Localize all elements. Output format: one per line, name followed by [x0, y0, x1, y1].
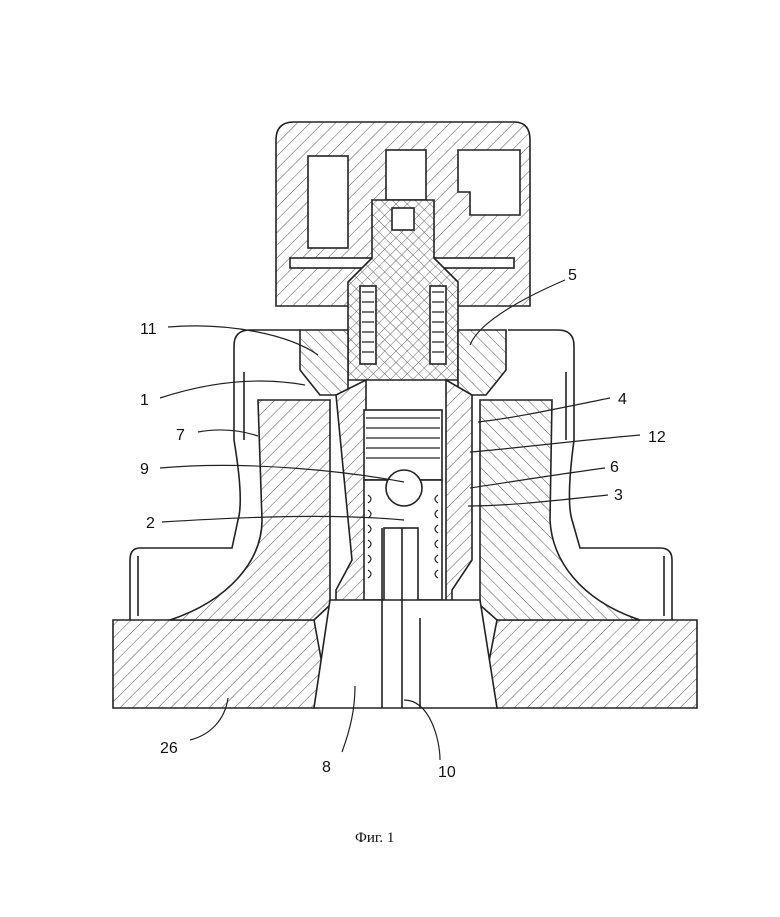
- label-5: 5: [568, 267, 577, 284]
- label-4: 4: [618, 391, 627, 408]
- label-6: 6: [610, 459, 619, 476]
- label-2: 2: [146, 515, 155, 532]
- valve-insert: [336, 380, 472, 618]
- label-1: 1: [140, 392, 149, 409]
- label-26: 26: [160, 740, 178, 757]
- label-10: 10: [438, 764, 456, 781]
- label-11: 11: [140, 321, 157, 338]
- label-7: 7: [176, 427, 185, 444]
- figure-caption: Фиг. 1: [355, 830, 394, 846]
- label-12: 12: [648, 429, 666, 446]
- label-8: 8: [322, 759, 331, 776]
- label-3: 3: [614, 487, 623, 504]
- label-9: 9: [140, 461, 149, 478]
